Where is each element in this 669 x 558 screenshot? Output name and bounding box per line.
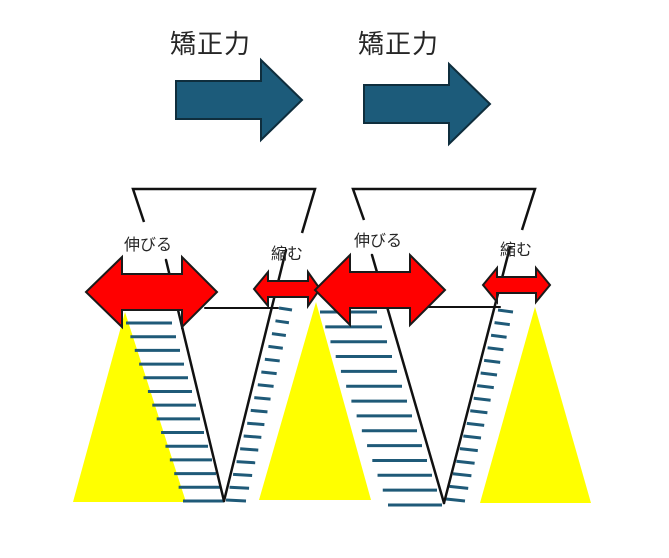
- label-compress-2: 縮む: [500, 240, 533, 259]
- double-arrow-compress-2: [481, 265, 552, 305]
- title-force-1: 矯正力: [170, 30, 252, 60]
- hatch-line-compress-1: [278, 306, 293, 312]
- hatch-line-compress-2: [459, 447, 478, 453]
- hatch-line-compress-1: [261, 370, 277, 376]
- hatch-line-compress-1: [236, 460, 256, 465]
- hatch-line-compress-2: [470, 409, 488, 415]
- hatch-line-compress-1: [240, 447, 259, 452]
- label-compress-1: 縮む: [271, 244, 304, 263]
- tooth-crown-outline-1: [131, 187, 317, 234]
- hatch-line-compress-1: [271, 332, 287, 337]
- hatch-line-compress-2: [452, 472, 472, 478]
- tooth-crown-outline-2: [351, 187, 537, 231]
- hatch-line-compress-1: [229, 485, 250, 490]
- hatch-line-compress-2: [449, 484, 469, 490]
- hatch-line-compress-1: [264, 357, 280, 363]
- bone-triangle-3: [480, 307, 591, 503]
- title-force-2: 矯正力: [358, 30, 440, 60]
- hatch-line-compress-1: [247, 421, 265, 427]
- hatch-line-compress-1: [254, 396, 271, 401]
- hatch-line-compress-2: [463, 434, 482, 440]
- double-arrow-stretch-1: [84, 254, 219, 330]
- bone-triangle-2: [259, 302, 371, 500]
- hatch-line-compress-2: [490, 333, 507, 339]
- bone-triangle-1: [73, 312, 186, 502]
- hatch-line-compress-1: [232, 472, 253, 478]
- hatch-line-compress-1: [225, 498, 247, 503]
- hatch-line-compress-2: [487, 346, 504, 352]
- hatch-line-compress-1: [243, 434, 262, 439]
- hatch-line-compress-1: [250, 408, 268, 414]
- hatch-line-compress-2: [466, 421, 485, 427]
- force-arrow-1: [175, 57, 304, 143]
- hatch-line-compress-1: [275, 319, 290, 325]
- label-stretch-2: 伸びる: [354, 231, 403, 250]
- hatch-line-compress-2: [456, 459, 475, 465]
- hatch-line-compress-2: [497, 308, 514, 314]
- hatch-line-compress-2: [483, 358, 501, 364]
- hatch-line-compress-1: [268, 344, 283, 350]
- label-stretch-1: 伸びる: [124, 235, 173, 254]
- double-arrow-compress-1: [252, 268, 322, 310]
- double-arrow-stretch-2: [313, 252, 447, 328]
- hatch-line-compress-1: [257, 383, 274, 388]
- hatch-line-compress-2: [445, 497, 466, 503]
- hatch-line-compress-2: [480, 371, 498, 377]
- hatch-line-compress-2: [473, 396, 491, 402]
- force-arrow-2: [363, 61, 492, 147]
- hatch-line-compress-2: [477, 384, 494, 390]
- hatch-line-compress-2: [494, 321, 510, 327]
